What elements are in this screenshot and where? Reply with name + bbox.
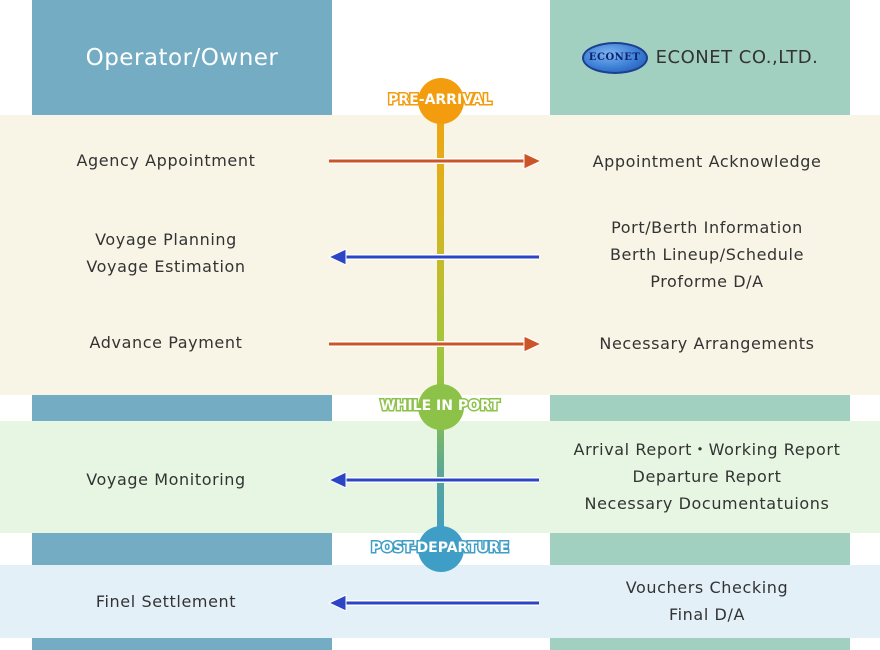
while-in-port-label: WHILE IN PORT	[379, 397, 501, 416]
operator-owner-header: Operator/Owner	[85, 44, 279, 71]
step-text: Advance Payment	[89, 333, 243, 352]
pre-arrival-label: PRE-ARRIVAL	[387, 91, 494, 110]
step-text: Voyage Planning	[95, 230, 237, 249]
arrow-left-icon	[328, 248, 539, 266]
step-text: Final D/A	[668, 605, 746, 624]
step-text: Arrival Report・Working Report	[573, 440, 841, 459]
step-text: Agency Appointment	[76, 151, 256, 170]
while-in-port-dot-icon	[418, 384, 464, 430]
step-text: Vouchers Checking	[625, 578, 789, 597]
step-voyage-planning: Voyage Planning Voyage Estimation	[0, 226, 332, 280]
step-text: Necessary Documentatuions	[584, 494, 830, 513]
step-agency-appointment: Agency Appointment	[0, 147, 332, 174]
step-voyage-monitoring: Voyage Monitoring	[0, 466, 332, 493]
step-text: Berth Lineup/Schedule	[609, 245, 805, 264]
step-appointment-acknowledge: Appointment Acknowledge	[550, 148, 864, 175]
step-final-settlement: Finel Settlement	[0, 588, 332, 615]
pre-arrival-dot-icon	[418, 78, 464, 124]
post-departure-label: POST-DEPARTURE	[370, 539, 511, 558]
step-text: Necessary Arrangements	[599, 334, 815, 353]
arrow-left-icon	[328, 594, 539, 612]
step-necessary-arrangements: Necessary Arrangements	[550, 330, 864, 357]
step-advance-payment: Advance Payment	[0, 329, 332, 356]
step-vouchers-checking: Vouchers Checking Final D/A	[550, 574, 864, 628]
step-text: Proforme D/A	[650, 272, 764, 291]
step-text: Voyage Monitoring	[86, 470, 246, 489]
step-text: Port/Berth Information	[611, 218, 803, 237]
arrow-right-icon	[329, 335, 542, 353]
step-text: Finel Settlement	[95, 592, 237, 611]
post-departure-dot-icon	[418, 526, 464, 572]
arrow-left-icon	[328, 471, 539, 489]
econet-logo-icon: ECONET	[581, 41, 648, 74]
arrow-right-icon	[329, 152, 542, 170]
step-text: Departure Report	[632, 467, 782, 486]
step-reports: Arrival Report・Working Report Departure …	[550, 436, 864, 517]
step-port-berth-info: Port/Berth Information Berth Lineup/Sche…	[550, 214, 864, 295]
econet-title: ECONET CO.,LTD.	[655, 47, 819, 68]
timeline-spine	[437, 100, 444, 540]
econet-header: ECONET ECONET CO.,LTD.	[550, 0, 850, 115]
step-text: Appointment Acknowledge	[592, 152, 822, 171]
step-text: Voyage Estimation	[86, 257, 246, 276]
